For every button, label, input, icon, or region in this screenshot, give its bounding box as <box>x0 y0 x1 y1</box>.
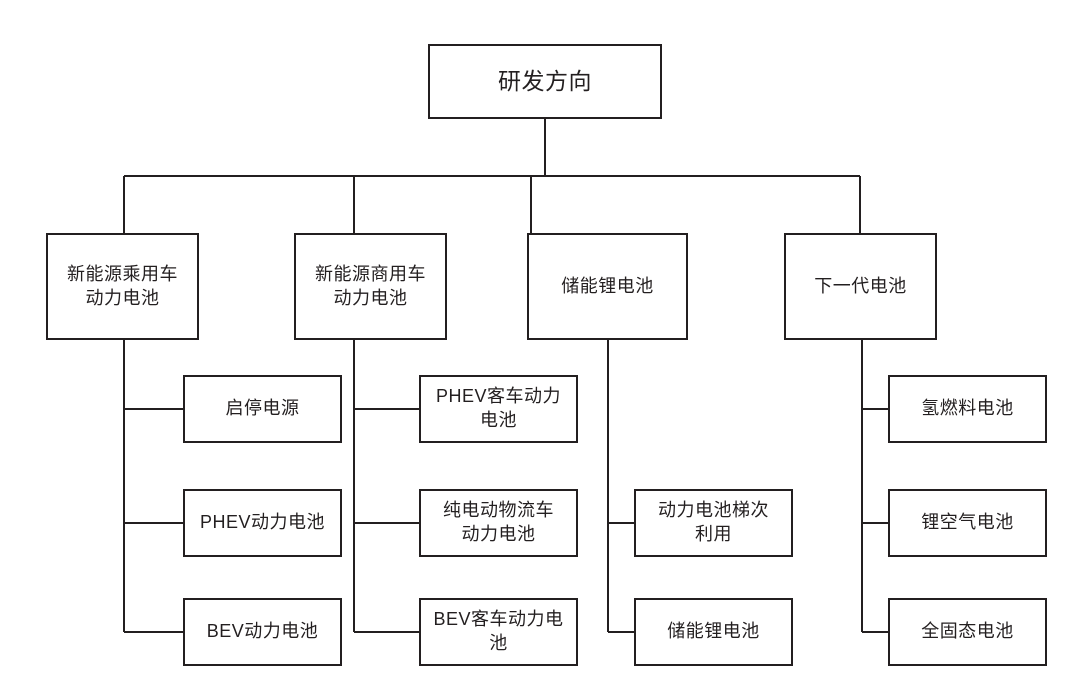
leaf-node-2-2[interactable]: 纯电动物流车 动力电池 <box>419 489 578 557</box>
leaf-node-2-3[interactable]: BEV客车动力电 池 <box>419 598 578 666</box>
branch-node-2[interactable]: 新能源商用车 动力电池 <box>294 233 447 340</box>
branch-node-4[interactable]: 下一代电池 <box>784 233 937 340</box>
branch-node-1[interactable]: 新能源乘用车 动力电池 <box>46 233 199 340</box>
leaf-node-1-1[interactable]: 启停电源 <box>183 375 342 443</box>
root-node-research-direction[interactable]: 研发方向 <box>428 44 662 119</box>
branch-node-3[interactable]: 储能锂电池 <box>527 233 688 340</box>
leaf-node-3-1[interactable]: 动力电池梯次 利用 <box>634 489 793 557</box>
leaf-node-4-3[interactable]: 全固态电池 <box>888 598 1047 666</box>
leaf-node-4-1[interactable]: 氢燃料电池 <box>888 375 1047 443</box>
leaf-node-2-1[interactable]: PHEV客车动力 电池 <box>419 375 578 443</box>
leaf-node-1-3[interactable]: BEV动力电池 <box>183 598 342 666</box>
leaf-node-4-2[interactable]: 锂空气电池 <box>888 489 1047 557</box>
leaf-node-3-2[interactable]: 储能锂电池 <box>634 598 793 666</box>
leaf-node-1-2[interactable]: PHEV动力电池 <box>183 489 342 557</box>
